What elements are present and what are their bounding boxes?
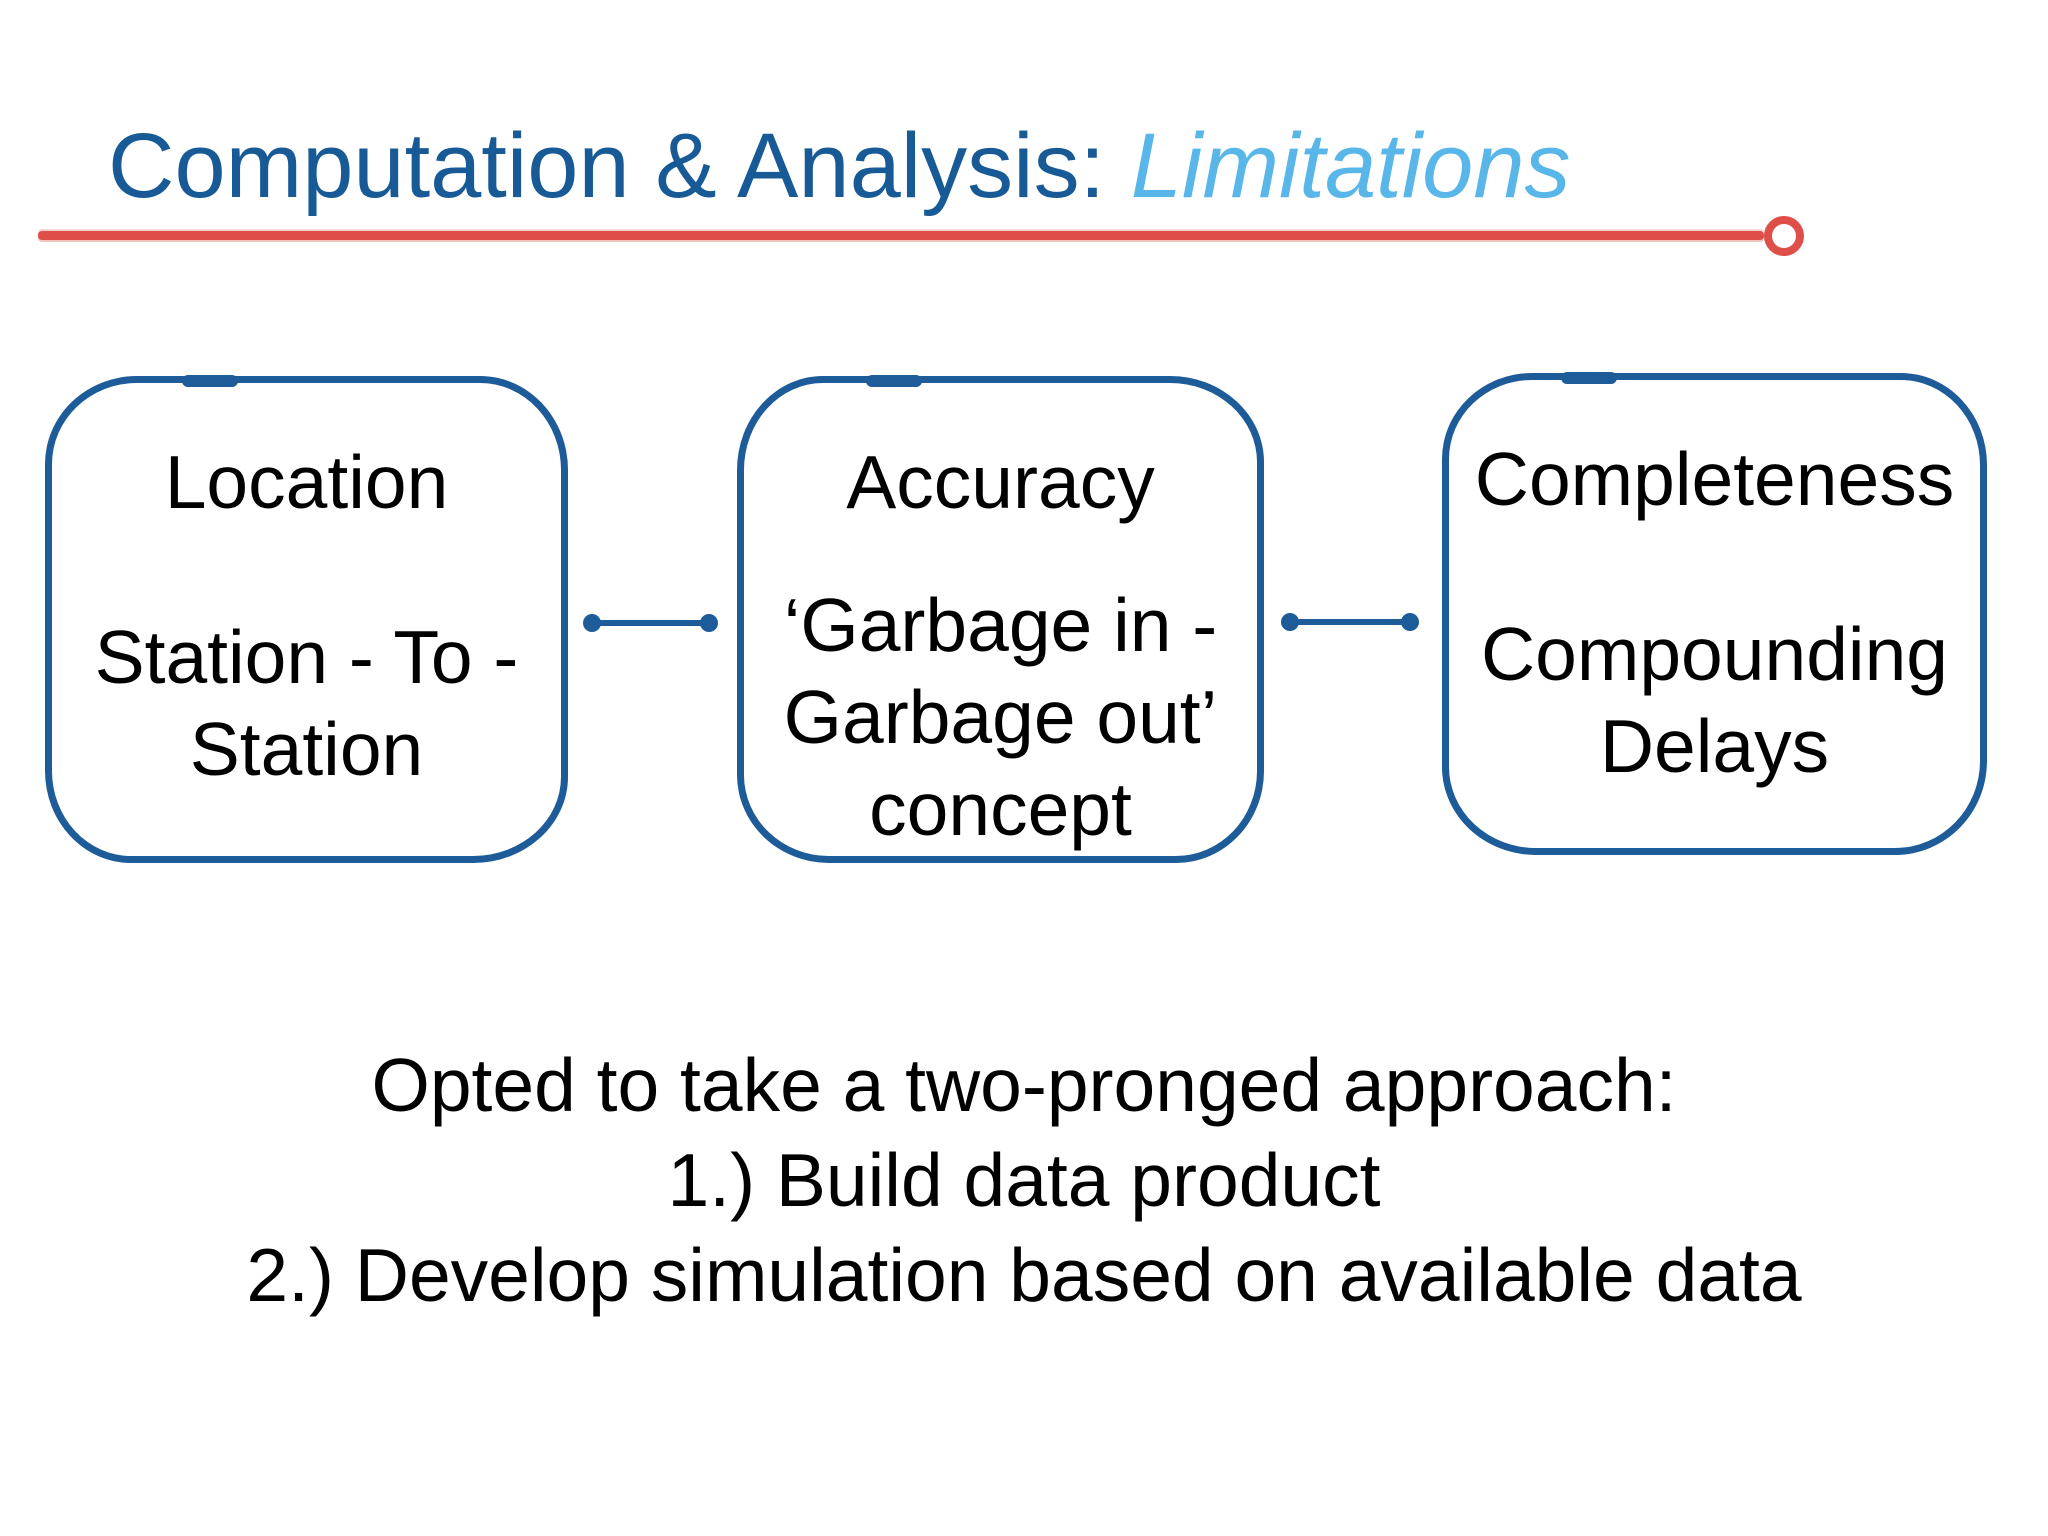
connector-line — [1289, 619, 1411, 625]
underline-end-ring-icon — [1764, 216, 1804, 256]
box-body-completeness: Compounding Delays — [1449, 608, 1980, 792]
box-body-line: concept — [869, 767, 1132, 851]
box-title-completeness: Completeness — [1474, 437, 1955, 521]
limitation-box-location: Location Station - To - Station — [45, 375, 568, 863]
box-body-line: ‘Garbage in - — [783, 583, 1218, 667]
limitation-box-accuracy: Accuracy ‘Garbage in - Garbage out’ conc… — [737, 375, 1264, 863]
connector-line — [591, 620, 710, 626]
pen-stroke-mark — [1561, 372, 1617, 384]
limitation-box-completeness: Completeness Compounding Delays — [1442, 372, 1987, 855]
connector-endpoint-dot — [1401, 613, 1419, 631]
box-body-line: Delays — [1599, 704, 1830, 788]
connector-endpoint-dot — [700, 614, 718, 632]
approach-line-intro: Opted to take a two-pronged approach: — [371, 1043, 1677, 1127]
pen-stroke-mark — [866, 375, 922, 387]
title-underline-rule — [38, 231, 1764, 240]
approach-text-block: Opted to take a two-pronged approach: 1.… — [0, 1038, 2048, 1323]
box-body-line: Garbage out’ — [783, 675, 1218, 759]
box-title-accuracy: Accuracy — [846, 440, 1155, 524]
box-body-line: Compounding — [1481, 612, 1948, 696]
box-body-location: Station - To - Station — [52, 611, 561, 795]
box-body-line: Station - To - — [94, 615, 519, 699]
page-title: Computation & Analysis: Limitations — [108, 118, 1571, 215]
page-title-emphasis: Limitations — [1130, 115, 1571, 217]
pen-stroke-mark — [182, 375, 238, 387]
connector-accuracy-completeness — [1281, 612, 1419, 632]
box-body-line: Station — [189, 707, 424, 791]
approach-line-1: 1.) Build data product — [667, 1138, 1381, 1222]
connector-location-accuracy — [583, 613, 718, 633]
page-title-main: Computation & Analysis: — [108, 115, 1131, 217]
box-body-accuracy: ‘Garbage in - Garbage out’ concept — [744, 579, 1257, 855]
box-title-location: Location — [164, 440, 449, 524]
approach-line-2: 2.) Develop simulation based on availabl… — [246, 1233, 1802, 1317]
